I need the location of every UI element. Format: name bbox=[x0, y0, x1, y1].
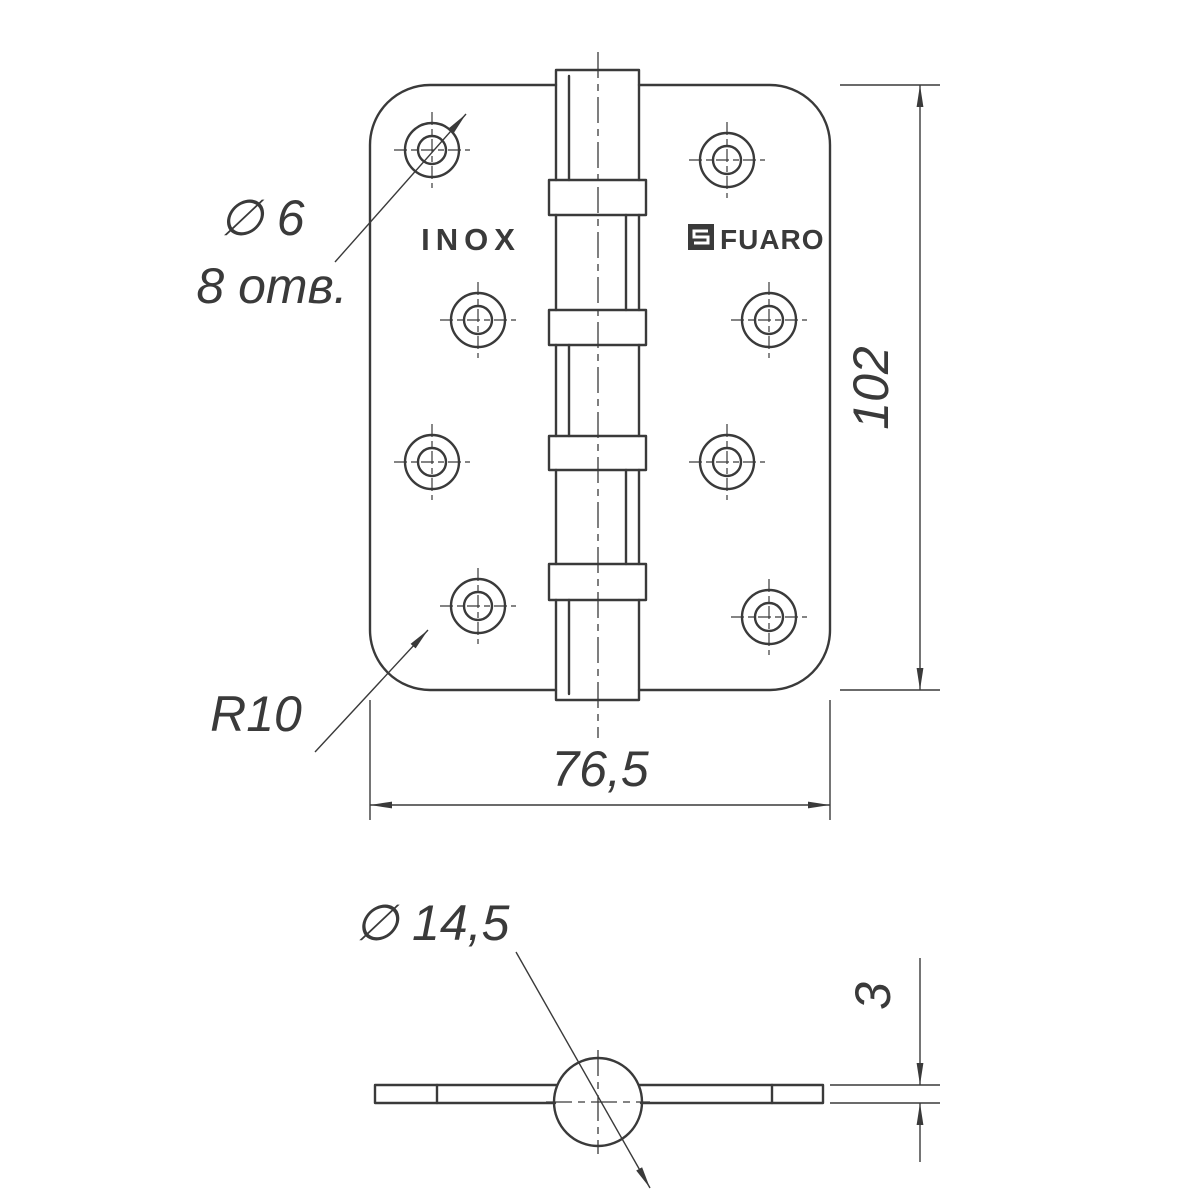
screw-hole bbox=[392, 422, 472, 502]
dim-width: 76,5 bbox=[369, 700, 831, 820]
hinge-barrel bbox=[547, 68, 648, 702]
height-value: 102 bbox=[843, 346, 899, 430]
hole-count-label: 8 отв. bbox=[196, 258, 347, 314]
knuckle-segment bbox=[554, 343, 641, 438]
screw-holes bbox=[392, 110, 809, 657]
dim-height: 102 bbox=[840, 84, 940, 691]
radius-leader-line bbox=[314, 629, 429, 753]
left-leaf-outline bbox=[368, 83, 558, 692]
thickness-value: 3 bbox=[845, 982, 901, 1010]
front-view: INOX FUARO bbox=[368, 52, 832, 738]
front-callouts: ∅ 6 8 отв. R10 bbox=[196, 113, 467, 753]
bearing-band bbox=[547, 308, 648, 347]
knuckle-segment bbox=[554, 468, 641, 566]
screw-hole bbox=[438, 280, 518, 360]
knuckle-segment bbox=[554, 598, 641, 702]
screw-hole bbox=[687, 422, 767, 502]
brand-inox-label: INOX bbox=[421, 222, 521, 257]
hole-leader-line bbox=[334, 113, 467, 263]
side-view: ∅ 14,5 3 bbox=[355, 895, 940, 1189]
right-leaf-outline bbox=[637, 83, 832, 692]
hole-diameter-label: ∅ 6 bbox=[219, 190, 304, 246]
corner-radius-label: R10 bbox=[210, 686, 302, 742]
knuckle-segment bbox=[554, 213, 641, 312]
brand-fuaro-label: FUARO bbox=[720, 224, 825, 255]
dim-thickness: 3 bbox=[830, 958, 940, 1162]
side-left-leaf bbox=[373, 1083, 559, 1105]
front-dimensions: 102 76,5 bbox=[369, 84, 940, 820]
side-right-leaf bbox=[637, 1083, 825, 1105]
width-value: 76,5 bbox=[551, 741, 649, 797]
barrel-circle bbox=[552, 1056, 644, 1148]
screw-hole bbox=[729, 577, 809, 657]
barrel-diameter-label: ∅ 14,5 bbox=[355, 895, 510, 951]
bearing-band bbox=[547, 562, 648, 602]
bearing-band bbox=[547, 434, 648, 472]
knuckle-segment bbox=[554, 68, 641, 182]
screw-hole bbox=[438, 566, 518, 646]
bearing-band bbox=[547, 178, 648, 217]
screw-hole bbox=[729, 280, 809, 360]
fuaro-logo-icon bbox=[688, 224, 714, 250]
barrel-leader-line bbox=[515, 951, 651, 1189]
screw-hole bbox=[687, 120, 767, 200]
